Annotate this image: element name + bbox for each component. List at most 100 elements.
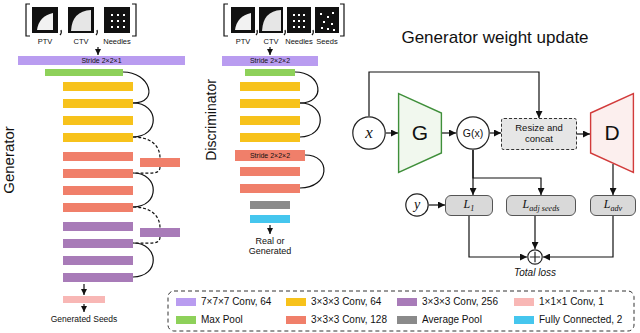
seed-dot [323,21,325,23]
conv128-layer [63,152,133,161]
node-label: Ladv [604,198,622,213]
seed-dot [332,12,334,14]
conv7-layer [18,56,185,65]
trapezoid-shape [591,94,634,173]
column-title: Discriminator [204,79,219,161]
node-label: G [412,121,428,145]
shortcut-layer [140,228,180,237]
flow-arrow [83,304,84,312]
loss-box: L1 [445,195,493,216]
maxpool-layer [45,69,123,76]
conv128-layer [240,184,300,193]
ptv-image [231,7,255,33]
connector [543,216,613,257]
image-label: PTV [236,38,251,46]
node-label: G(x) [463,127,483,139]
separator [60,30,61,35]
node-label: Resize and concat [502,123,576,145]
image-label: CTV [74,38,89,46]
node-caption: Total loss [514,267,556,279]
legend-text: 3×3×3 Conv, 64 [311,296,381,308]
node-label: y [414,197,420,213]
stride-label: Stride 2×2×2 [250,152,290,160]
image-label: Seeds [316,38,337,46]
needle-dot [293,14,295,16]
seed-dot [327,16,329,18]
separator [284,30,285,35]
flow-arrow [97,47,98,55]
sum-node: Total loss [527,249,543,265]
conv128-layer [235,150,305,161]
plus-sign [530,252,540,262]
shortcut-arc [133,237,160,243]
connector [469,216,527,257]
ptv-image [32,7,58,33]
separator [256,30,257,35]
image-ground [32,7,58,33]
connector [612,164,613,195]
needle-dot [111,14,113,16]
needles-image [287,7,311,33]
image-ground [287,7,311,33]
needle-dot [298,26,300,28]
circle-shape [406,194,428,216]
seeds-image [315,7,339,33]
trapezoid-shape [399,94,442,173]
connector [429,204,445,205]
needle-dot [111,26,113,28]
connector [534,216,535,249]
legend-swatch [176,298,196,306]
connector [442,132,456,133]
skip-arc [295,72,318,103]
avgpool-layer [250,201,290,209]
fc-layer [250,215,290,223]
loss-box: Ladv [590,195,636,216]
legend-swatch [286,316,306,324]
needle-dot [123,26,125,28]
skip-arc [300,103,320,137]
figure-title: Generator weight update [401,29,588,48]
legend-swatch [514,316,534,324]
node-label: Ladj seeds [523,198,560,213]
skip-arc [133,243,153,277]
legend-text: Max Pool [201,314,243,326]
conv7-layer [222,56,318,66]
shortcut-arc [133,137,160,158]
circle-shape [528,250,542,264]
bracket [26,4,30,36]
legend-swatch [176,316,196,324]
needle-dot [298,14,300,16]
bracket [224,4,228,36]
connector [577,133,590,134]
image-ground [68,7,94,33]
stride-label: Stride 2×2×1 [81,57,121,65]
image-label: Needles [285,38,313,46]
conv128-layer [63,186,133,195]
conv256-layer [63,222,133,231]
legend-text: Average Pool [422,314,482,326]
conv64-layer [240,82,300,91]
node-label: L1 [464,198,475,213]
legend-text: 3×3×3 Conv, 128 [311,314,387,326]
flow-arrow [83,284,84,295]
generator-block: G [398,93,442,173]
loss-box: Ladj seeds [506,195,576,216]
legend-text: 1×1×1 Conv, 1 [539,296,604,308]
discriminator-block: D [590,93,634,173]
circle-shape [457,117,489,149]
seed-dot [333,29,335,31]
seed-dot [327,28,329,30]
maxpool-layer [245,69,295,76]
image-label: CTV [264,38,279,46]
flow-arrow [269,225,270,234]
conv128-layer [63,203,133,212]
ctv-image [68,7,94,33]
skip-arc [133,173,153,207]
conv256-layer [63,256,133,265]
needle-dot [117,26,119,28]
connector [490,132,501,133]
legend-frame [168,291,634,331]
circle-outline [527,249,543,265]
